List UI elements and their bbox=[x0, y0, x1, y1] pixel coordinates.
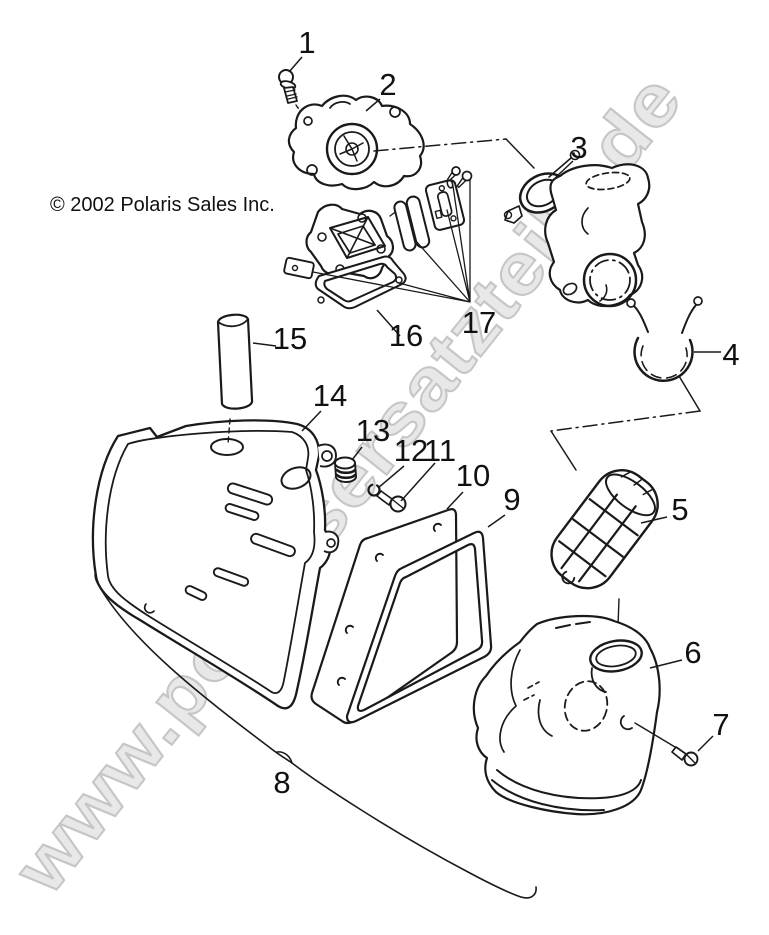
intake-manifold-part-2-icon bbox=[287, 94, 535, 191]
callout-8: 8 bbox=[273, 765, 290, 800]
callout-3: 3 bbox=[570, 130, 587, 165]
screw-part-7-icon bbox=[634, 722, 699, 767]
wire-clamp-part-4-icon bbox=[550, 296, 703, 471]
washer-part-12-icon bbox=[367, 483, 381, 497]
copyright-text: © 2002 Polaris Sales Inc. bbox=[50, 194, 275, 216]
screw-part-11-icon bbox=[376, 490, 407, 513]
leader-lines bbox=[252, 56, 721, 752]
mount-plate-icon bbox=[283, 256, 315, 280]
bolt-part-1-icon bbox=[278, 69, 308, 122]
callout-10: 10 bbox=[456, 458, 490, 493]
callout-15: 15 bbox=[273, 321, 307, 356]
grommet-part-13-icon bbox=[334, 456, 357, 483]
callout-4: 4 bbox=[722, 337, 739, 372]
callout-17-leader-lines bbox=[312, 179, 471, 303]
callout-5: 5 bbox=[671, 492, 688, 527]
reed-petals-icon bbox=[393, 195, 431, 252]
intake-tube-part-15-icon bbox=[216, 313, 254, 445]
airbox-cover-part-14-icon bbox=[91, 419, 340, 710]
airbox-body-part-6-icon bbox=[472, 614, 661, 816]
callout-labels: 1 2 3 4 5 6 7 8 9 10 11 12 13 14 15 16 1… bbox=[273, 25, 740, 800]
reed-screws-icon bbox=[446, 166, 473, 189]
callout-13: 13 bbox=[356, 413, 390, 448]
callout-12: 12 bbox=[394, 433, 428, 468]
seal-ring-part-9-icon bbox=[345, 530, 493, 724]
callout-14: 14 bbox=[313, 378, 347, 413]
callout-2: 2 bbox=[379, 67, 396, 102]
callout-1: 1 bbox=[298, 25, 315, 60]
callout-7: 7 bbox=[712, 707, 729, 742]
filter-cage-part-5-icon bbox=[550, 469, 659, 590]
callout-9: 9 bbox=[503, 482, 520, 517]
intake-boot-icon bbox=[544, 163, 651, 308]
callout-16: 16 bbox=[389, 318, 423, 353]
callout-6: 6 bbox=[684, 635, 701, 670]
callout-11: 11 bbox=[424, 433, 456, 468]
callout-17: 17 bbox=[462, 305, 496, 340]
